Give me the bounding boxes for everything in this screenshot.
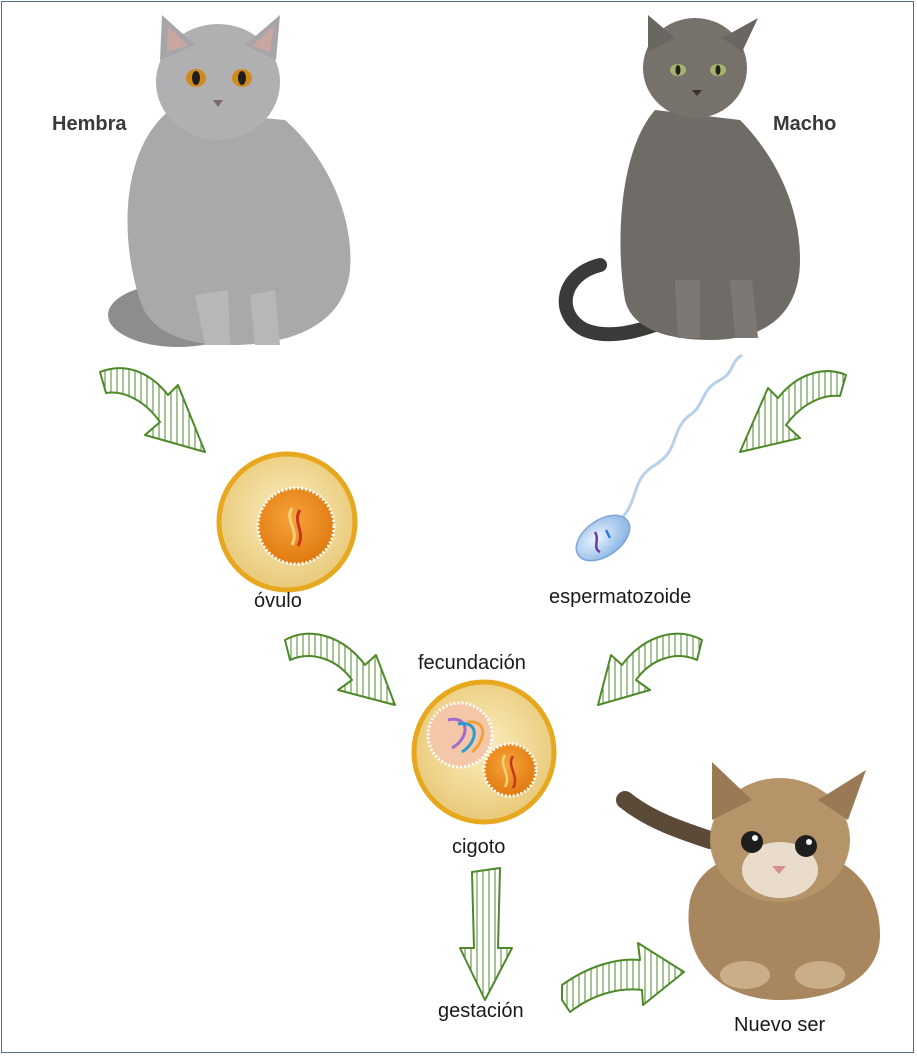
label-sperm: espermatozoide — [549, 586, 692, 608]
label-fertilization: fecundación — [418, 652, 526, 674]
label-offspring: Nuevo ser — [734, 1014, 826, 1036]
zygote-cell — [411, 679, 557, 825]
sperm-cell — [575, 353, 743, 562]
label-ovum: óvulo — [254, 590, 302, 612]
ovum-cell — [216, 451, 358, 593]
arrow-male-to-sperm — [739, 370, 847, 453]
kitten-image — [616, 762, 880, 1000]
arrow-sperm-to-zygote — [597, 632, 703, 706]
label-male: Macho — [773, 113, 837, 135]
arrow-ovum-to-zygote — [284, 632, 396, 706]
arrow-female-to-ovum — [99, 367, 206, 453]
male-cat-image — [558, 15, 800, 342]
label-zygote: cigoto — [452, 836, 506, 858]
arrow-zygote-to-gestation — [459, 867, 513, 1001]
label-gestation: gestación — [438, 1000, 524, 1022]
female-cat-image — [108, 15, 351, 347]
arrow-gestation-to-offspring — [561, 942, 685, 1013]
label-female: Hembra — [52, 113, 127, 135]
